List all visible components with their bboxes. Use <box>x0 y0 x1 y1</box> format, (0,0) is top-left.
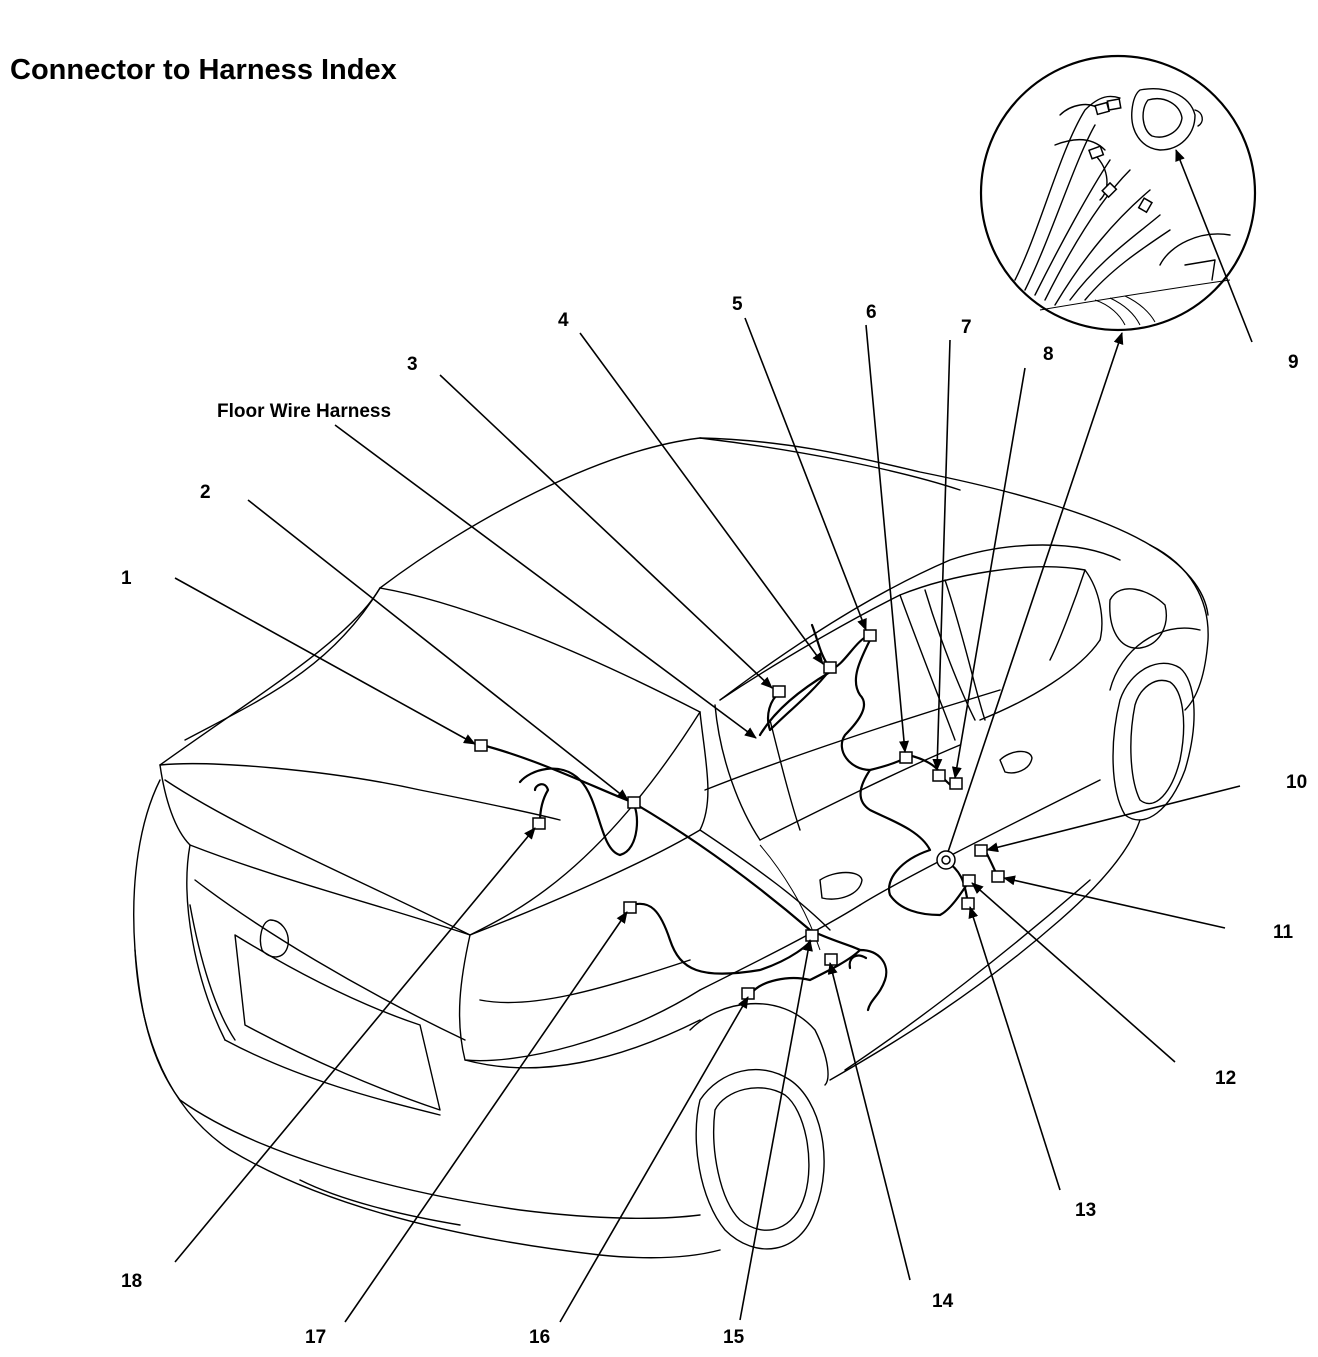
connector-17 <box>623 901 637 914</box>
connector-18 <box>532 817 546 830</box>
callout-14: 14 <box>932 1291 954 1312</box>
connector-12 <box>962 874 976 887</box>
leader-15 <box>739 939 813 1321</box>
page-title: Connector to Harness Index <box>10 54 397 86</box>
leader-12 <box>971 882 1176 1063</box>
leader-11 <box>1003 875 1226 929</box>
callout-13: 13 <box>1075 1200 1096 1221</box>
leader-5 <box>744 317 867 631</box>
callout-3: 3 <box>407 354 418 375</box>
connector-4 <box>823 661 837 674</box>
callout-5: 5 <box>732 294 743 315</box>
callout-17: 17 <box>305 1327 326 1348</box>
callout-16: 16 <box>529 1327 550 1348</box>
leader-4 <box>579 332 824 665</box>
leader-lines <box>174 149 1253 1323</box>
leader-2 <box>247 499 629 801</box>
leader-10 <box>986 785 1241 853</box>
connector-15 <box>805 929 819 942</box>
callout-7: 7 <box>961 317 972 338</box>
callout-8: 8 <box>1043 344 1054 365</box>
connector-11 <box>991 870 1005 883</box>
callout-10: 10 <box>1286 772 1307 793</box>
callout-2: 2 <box>200 482 211 503</box>
callout-9: 9 <box>1288 352 1299 373</box>
leader-1 <box>174 577 476 745</box>
leader-9 <box>1175 149 1253 343</box>
connector-5 <box>863 629 877 642</box>
car-body-outline <box>133 437 1209 1259</box>
callout-4: 4 <box>558 310 569 331</box>
leader-17 <box>344 911 628 1323</box>
leader-6 <box>865 324 909 753</box>
harness-label: Floor Wire Harness <box>217 401 391 422</box>
connector-7 <box>932 769 946 782</box>
connector-2 <box>627 796 641 809</box>
detail-inset <box>979 54 1257 332</box>
callout-11: 11 <box>1273 922 1294 943</box>
leader-13 <box>968 906 1061 1191</box>
callout-15: 15 <box>723 1327 745 1348</box>
callout-18: 18 <box>121 1271 142 1292</box>
leader-8 <box>951 367 1026 779</box>
leader-inset <box>947 332 1124 853</box>
connector-14 <box>824 953 838 966</box>
leader-7 <box>932 339 951 771</box>
callout-6: 6 <box>866 302 877 323</box>
connector-6 <box>899 751 913 764</box>
callout-labels: Floor Wire Harness 1 2 3 4 5 6 7 8 9 10 … <box>121 294 1307 1348</box>
floor-wire-harness-routing <box>480 623 1000 1012</box>
connector-13 <box>961 897 975 910</box>
connector-3 <box>772 685 786 698</box>
leader-16 <box>559 996 749 1323</box>
connector-1 <box>474 739 488 752</box>
leader-18 <box>174 827 536 1263</box>
connector-8 <box>949 777 963 790</box>
leader-floor-harness <box>334 424 757 739</box>
leader-14 <box>827 962 911 1281</box>
leader-3 <box>439 374 773 689</box>
ground-terminal-inner <box>941 855 951 865</box>
callout-12: 12 <box>1215 1068 1236 1089</box>
callout-1: 1 <box>121 568 132 589</box>
connector-10 <box>974 844 988 857</box>
